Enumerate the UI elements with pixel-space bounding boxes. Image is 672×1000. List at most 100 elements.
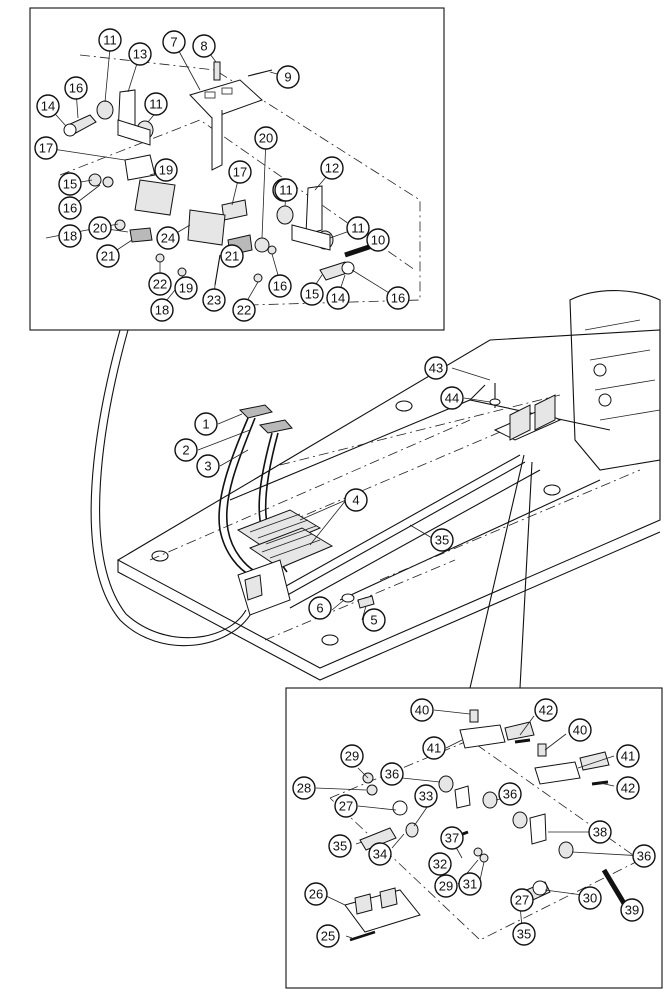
callout-inset-top: 11 <box>274 178 298 202</box>
floor-edge <box>339 479 601 601</box>
callout-circle <box>304 882 328 906</box>
washer <box>114 219 126 231</box>
nut <box>479 853 489 863</box>
mounting-plate <box>189 79 263 119</box>
floor-edge <box>469 384 486 401</box>
callout-circle <box>512 922 536 946</box>
callout-inset-top: 9 <box>276 65 300 89</box>
callout-circle <box>334 794 358 818</box>
bushing <box>558 841 574 859</box>
callout-inset-top: 14 <box>326 286 350 310</box>
callout-inset-bottom: 30 <box>578 886 602 910</box>
shaft-boss <box>117 119 151 146</box>
callout-circle <box>430 528 454 552</box>
nut <box>88 173 102 187</box>
main-view <box>116 290 661 689</box>
rod-end-eye <box>341 261 355 275</box>
callout-inset-bottom: 33 <box>414 784 438 808</box>
callout-circle <box>220 244 244 268</box>
callout-inset-bottom: 40 <box>568 718 592 742</box>
inset-connector <box>469 454 525 689</box>
callout-main-view: 43 <box>424 356 448 380</box>
callout-number: 11 <box>279 183 293 198</box>
callout-circle <box>440 386 464 410</box>
rod-end-eye <box>532 880 548 896</box>
bolt <box>213 61 221 81</box>
callout-circle <box>366 228 390 252</box>
base-bracket-ear <box>379 887 398 909</box>
callout-circle <box>410 698 434 722</box>
callout-circle <box>88 216 112 240</box>
center-line <box>379 469 641 581</box>
callout-number: 1 <box>202 417 209 432</box>
callout-number: 21 <box>225 249 239 264</box>
callout-number: 19 <box>179 281 193 296</box>
plate-bracket <box>211 110 223 171</box>
top-inset-frame <box>29 7 445 331</box>
rod-end <box>359 827 397 851</box>
callout-number: 36 <box>503 787 517 802</box>
callout-number: 14 <box>41 99 55 114</box>
callout-circle <box>422 736 446 760</box>
callout-inset-bottom: 32 <box>428 852 452 876</box>
callout-inset-bottom: 37 <box>440 826 464 850</box>
nut <box>253 273 263 283</box>
pedal <box>236 509 322 551</box>
callout-inset-bottom: 29 <box>340 744 364 768</box>
callout-inset-bottom: 35 <box>512 922 536 946</box>
callout-circle <box>386 286 410 310</box>
callout-number: 20 <box>259 131 273 146</box>
floor-hole <box>321 634 339 646</box>
callout-circle <box>128 42 152 66</box>
callout-inset-bottom: 35 <box>328 834 352 858</box>
callout-inset-top: 11 <box>144 92 168 116</box>
callout-circle <box>368 842 392 866</box>
callout-circle <box>632 844 656 868</box>
callout-number: 14 <box>331 291 345 306</box>
callout-inset-bottom: 41 <box>422 736 446 760</box>
callout-circle <box>308 596 332 620</box>
valve-detail <box>584 319 661 421</box>
callout-circle <box>616 776 640 800</box>
callout-inset-top: 20 <box>254 126 278 150</box>
arm <box>529 813 547 845</box>
callout-inset-top: 17 <box>34 136 58 160</box>
pin <box>349 930 376 942</box>
center-line <box>149 419 471 561</box>
callout-circle <box>196 454 220 478</box>
washer <box>341 593 355 603</box>
callout-circle <box>424 356 448 380</box>
block <box>221 199 248 221</box>
center-line <box>269 414 541 531</box>
callout-inset-top: 17 <box>228 160 252 184</box>
callout-number: 44 <box>445 391 459 406</box>
bracket <box>305 185 323 235</box>
callout-inset-bottom: 36 <box>380 762 404 786</box>
lever-rod <box>225 417 257 573</box>
callout-inset-bottom: 27 <box>334 794 358 818</box>
callout-circle <box>174 438 198 462</box>
nut <box>473 847 483 857</box>
callout-circle <box>498 782 522 806</box>
callout-inset-top: 11 <box>346 216 370 240</box>
clevis <box>534 761 581 785</box>
callout-number: 35 <box>333 839 347 854</box>
callout-number: 41 <box>427 741 441 756</box>
callout-inset-bottom: 42 <box>616 776 640 800</box>
callout-circle <box>380 762 404 786</box>
callout-circle <box>276 65 300 89</box>
callout-circle <box>154 158 178 182</box>
valve-lever <box>509 404 531 441</box>
callout-circle <box>578 886 602 910</box>
callout-circle <box>98 28 122 52</box>
pin <box>247 69 273 77</box>
floor-hole <box>151 550 169 562</box>
callout-circle <box>510 888 534 912</box>
base-bracket-ear <box>354 893 373 915</box>
callout-inset-top: 15 <box>300 282 324 306</box>
pedal-base <box>237 559 291 616</box>
bushing <box>276 205 294 225</box>
callout-number: 41 <box>621 749 635 764</box>
callout-number: 12 <box>325 161 339 176</box>
callout-circle <box>320 156 344 180</box>
